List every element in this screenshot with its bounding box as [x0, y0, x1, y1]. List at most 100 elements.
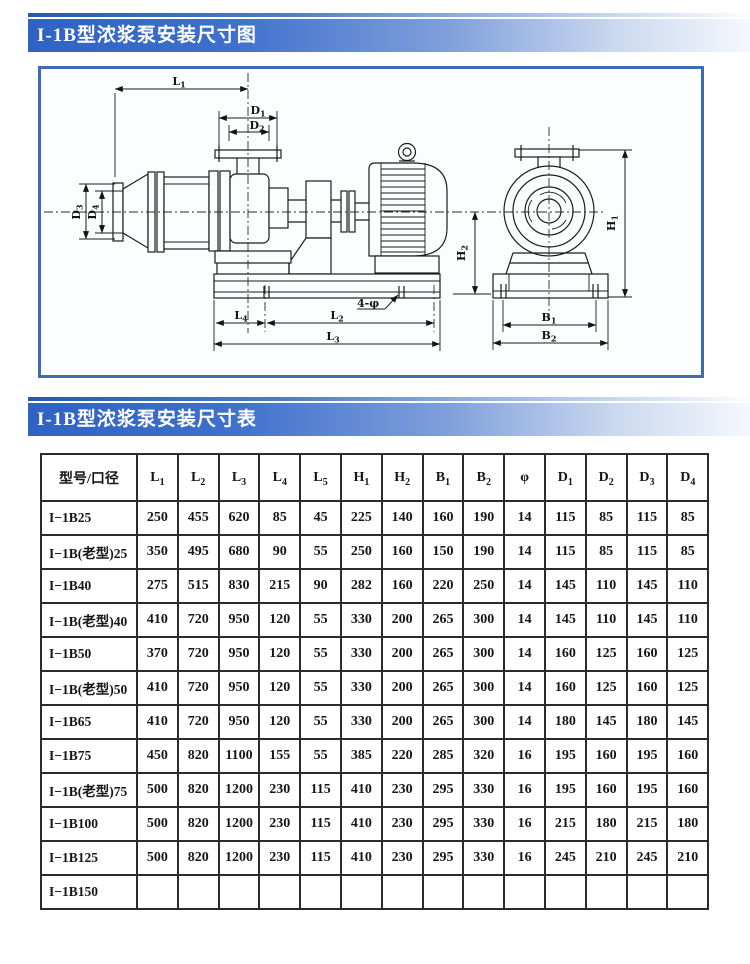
value-cell: 250: [339, 534, 383, 570]
value-cell: 1200: [217, 772, 261, 808]
model-cell: I−1B50: [40, 636, 138, 672]
value-cell: 55: [299, 534, 342, 570]
value-cell: 55: [299, 704, 342, 740]
value-cell: 55: [299, 670, 342, 706]
model-cell: I−1B100: [40, 806, 138, 842]
value-cell: 120: [258, 704, 302, 740]
value-cell: [584, 874, 628, 910]
value-cell: 85: [584, 534, 628, 570]
value-cell: 230: [258, 772, 302, 808]
side-view: [112, 142, 448, 299]
pump-dimension-figure: L1 D1 D2 D3 D4 H2 L4 L2 L3: [38, 66, 704, 378]
figure-title: I-1B型浓浆泵安装尺寸图: [28, 19, 750, 52]
value-cell: 160: [625, 636, 669, 672]
value-cell: 230: [258, 806, 302, 842]
value-cell: 210: [666, 840, 710, 876]
svg-text:L4: L4: [234, 309, 248, 324]
value-cell: 160: [543, 670, 587, 706]
value-cell: 720: [176, 670, 220, 706]
value-cell: [258, 874, 302, 910]
value-cell: 215: [258, 568, 302, 604]
value-cell: 820: [176, 772, 220, 808]
svg-text:L2: L2: [330, 309, 343, 324]
value-cell: 14: [503, 636, 546, 672]
value-cell: 250: [136, 500, 179, 536]
value-cell: 680: [217, 534, 261, 570]
value-cell: 225: [339, 500, 383, 536]
value-cell: [176, 874, 220, 910]
value-cell: 16: [503, 806, 546, 842]
value-cell: 200: [380, 636, 424, 672]
value-cell: 820: [176, 806, 220, 842]
value-cell: 195: [625, 772, 669, 808]
column-header: L2: [176, 453, 220, 502]
column-header: D1: [543, 453, 587, 502]
value-cell: 125: [666, 636, 710, 672]
value-cell: 450: [136, 738, 179, 774]
value-cell: 330: [462, 772, 506, 808]
pump-dimension-drawing: L1 D1 D2 D3 D4 H2 L4 L2 L3: [44, 73, 632, 351]
model-cell: I−1B75: [40, 738, 138, 774]
value-cell: 230: [380, 840, 424, 876]
value-cell: [299, 874, 342, 910]
value-cell: [339, 874, 383, 910]
value-cell: [380, 874, 424, 910]
value-cell: 282: [339, 568, 383, 604]
value-cell: 145: [625, 602, 669, 638]
value-cell: 265: [421, 670, 465, 706]
value-cell: 195: [543, 738, 587, 774]
value-cell: 16: [503, 840, 546, 876]
value-cell: 330: [339, 670, 383, 706]
value-cell: 200: [380, 704, 424, 740]
value-cell: 160: [380, 568, 424, 604]
value-cell: 85: [584, 500, 628, 536]
value-cell: 950: [217, 670, 261, 706]
value-cell: 55: [299, 738, 342, 774]
value-cell: 295: [421, 806, 465, 842]
value-cell: 145: [666, 704, 710, 740]
value-cell: 410: [136, 602, 179, 638]
svg-text:D4: D4: [86, 204, 101, 220]
value-cell: 110: [666, 602, 710, 638]
value-cell: 155: [258, 738, 302, 774]
model-cell: I−1B(老型)40: [40, 602, 138, 638]
value-cell: 250: [462, 568, 506, 604]
value-cell: 160: [543, 636, 587, 672]
value-cell: 14: [503, 534, 546, 570]
value-cell: 14: [503, 500, 546, 536]
value-cell: 330: [339, 602, 383, 638]
value-cell: 515: [176, 568, 220, 604]
value-cell: 85: [666, 500, 710, 536]
value-cell: 90: [258, 534, 302, 570]
value-cell: 180: [666, 806, 710, 842]
value-cell: 215: [543, 806, 587, 842]
value-cell: 210: [584, 840, 628, 876]
value-cell: [136, 874, 179, 910]
value-cell: 160: [380, 534, 424, 570]
value-cell: 160: [625, 670, 669, 706]
value-cell: 160: [584, 772, 628, 808]
value-cell: 1200: [217, 806, 261, 842]
value-cell: 330: [462, 806, 506, 842]
value-cell: 14: [503, 704, 546, 740]
value-cell: 115: [543, 534, 587, 570]
value-cell: 265: [421, 704, 465, 740]
column-header: D4: [666, 453, 710, 502]
column-header-model: 型号/口径: [40, 453, 138, 502]
value-cell: 265: [421, 636, 465, 672]
value-cell: 190: [462, 500, 506, 536]
value-cell: 350: [136, 534, 179, 570]
value-cell: 245: [625, 840, 669, 876]
column-header: L4: [258, 453, 302, 502]
value-cell: 330: [339, 636, 383, 672]
value-cell: 230: [258, 840, 302, 876]
catalog-page: { "page": { "title_figure": "I-1B型浓浆泵安装尺…: [0, 13, 750, 964]
svg-text:H1: H1: [605, 215, 620, 231]
value-cell: 220: [421, 568, 465, 604]
value-cell: 145: [543, 602, 587, 638]
value-cell: 120: [258, 602, 302, 638]
value-cell: [503, 874, 546, 910]
